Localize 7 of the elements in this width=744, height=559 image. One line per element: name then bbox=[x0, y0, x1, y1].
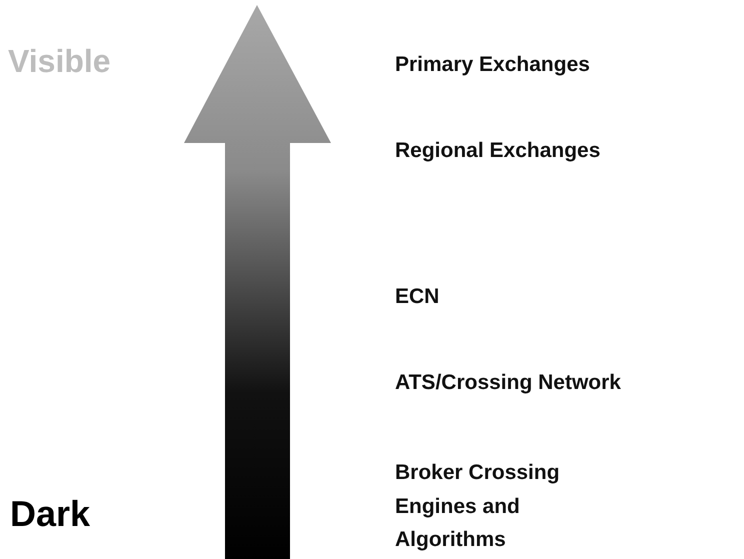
scale-label: Visible bbox=[8, 42, 112, 80]
venue-label: ATS/Crossing Network bbox=[395, 370, 622, 396]
venue-label: Regional Exchanges bbox=[395, 138, 602, 164]
venue-label: Broker Crossing Engines and Algorithms bbox=[395, 460, 561, 554]
venue-label: ECN bbox=[395, 284, 440, 310]
scale-label: Dark bbox=[10, 492, 92, 536]
venue-label: Primary Exchanges bbox=[395, 52, 591, 78]
